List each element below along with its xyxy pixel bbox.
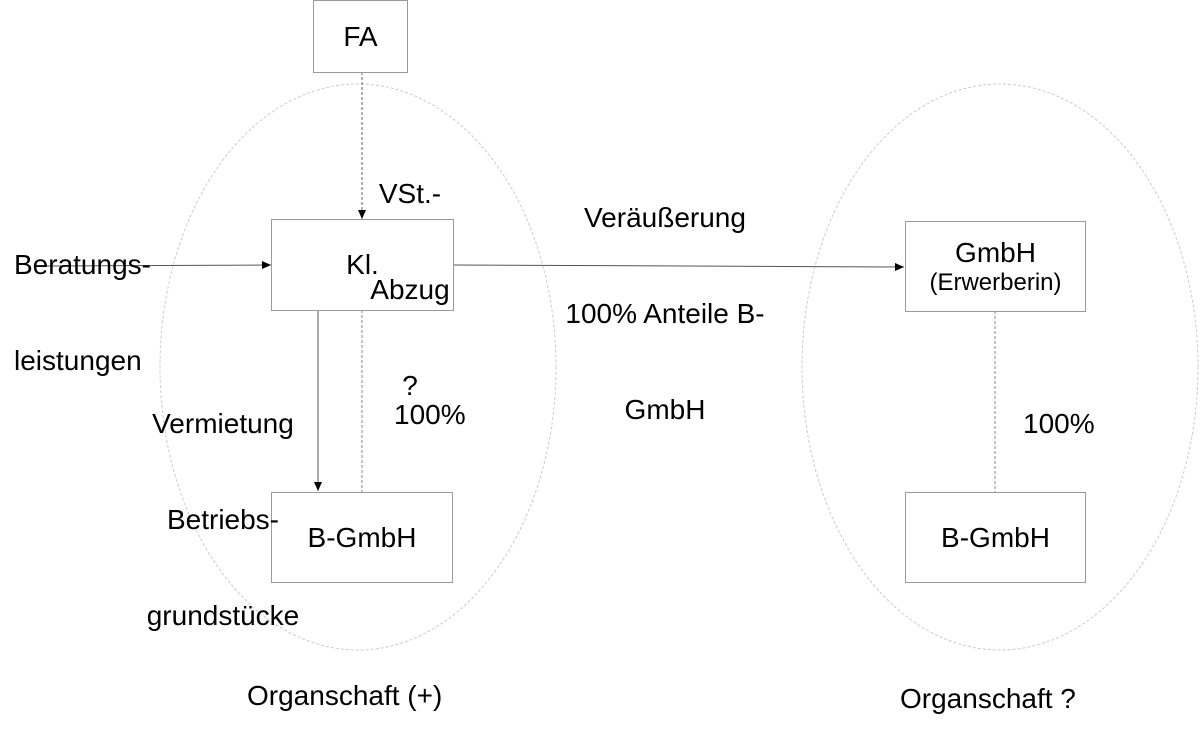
vermietung-line-2: Betriebs- (166, 504, 280, 535)
vermietung-line-1: Vermietung (152, 408, 294, 439)
vermietung-label: Vermietung Betriebs- grundstücke (128, 344, 318, 664)
node-b-gmbh-left: B-GmbH (271, 492, 453, 583)
node-b-gmbh-right: B-GmbH (905, 492, 1086, 583)
node-gmbh-buyer-sublabel: (Erwerberin) (929, 268, 1062, 296)
vermietung-line-3: grundstücke (146, 600, 300, 631)
vst-abzug-line-2: Abzug (370, 274, 450, 305)
beratungsleistungen-label: Beratungs- leistungen (14, 185, 151, 409)
left-organschaft-ellipse (159, 83, 557, 651)
vst-abzug-label: VSt.- Abzug ? (360, 114, 460, 434)
node-gmbh-buyer-label: GmbH (955, 236, 1036, 268)
node-fa-label: FA (343, 20, 378, 52)
node-fa: FA (313, 0, 408, 73)
veraeusserung-label: Veräußerung 100% Anteile B- GmbH (540, 138, 790, 458)
organschaft-left-label: Organschaft (+) (247, 680, 443, 711)
node-kl-label: Kl. (346, 249, 379, 280)
vst-abzug-line-3: ? (402, 370, 418, 401)
share-left-label: 100% (394, 399, 466, 430)
vst-abzug-line-1: VSt.- (378, 178, 442, 209)
veraeusserung-line-3: GmbH (624, 394, 706, 425)
organschaft-right-label: Organschaft ? (900, 683, 1076, 714)
node-b-gmbh-right-label: B-GmbH (941, 521, 1050, 553)
share-right-label: 100% (1023, 408, 1095, 439)
veraeusserung-arrow (452, 262, 905, 271)
veraeusserung-line-2: 100% Anteile B- (565, 298, 765, 329)
beratungsleistungen-arrow (44, 261, 272, 270)
node-gmbh-buyer: GmbH (Erwerberin) (905, 221, 1086, 312)
veraeusserung-line-1: Veräußerung (584, 202, 746, 233)
node-b-gmbh-left-label: B-GmbH (307, 521, 417, 553)
beratungsleistungen-line-1: Beratungs- (14, 249, 151, 280)
node-kl: Kl. (271, 219, 454, 311)
beratungsleistungen-line-2: leistungen (14, 345, 142, 376)
right-organschaft-ellipse (801, 83, 1199, 651)
